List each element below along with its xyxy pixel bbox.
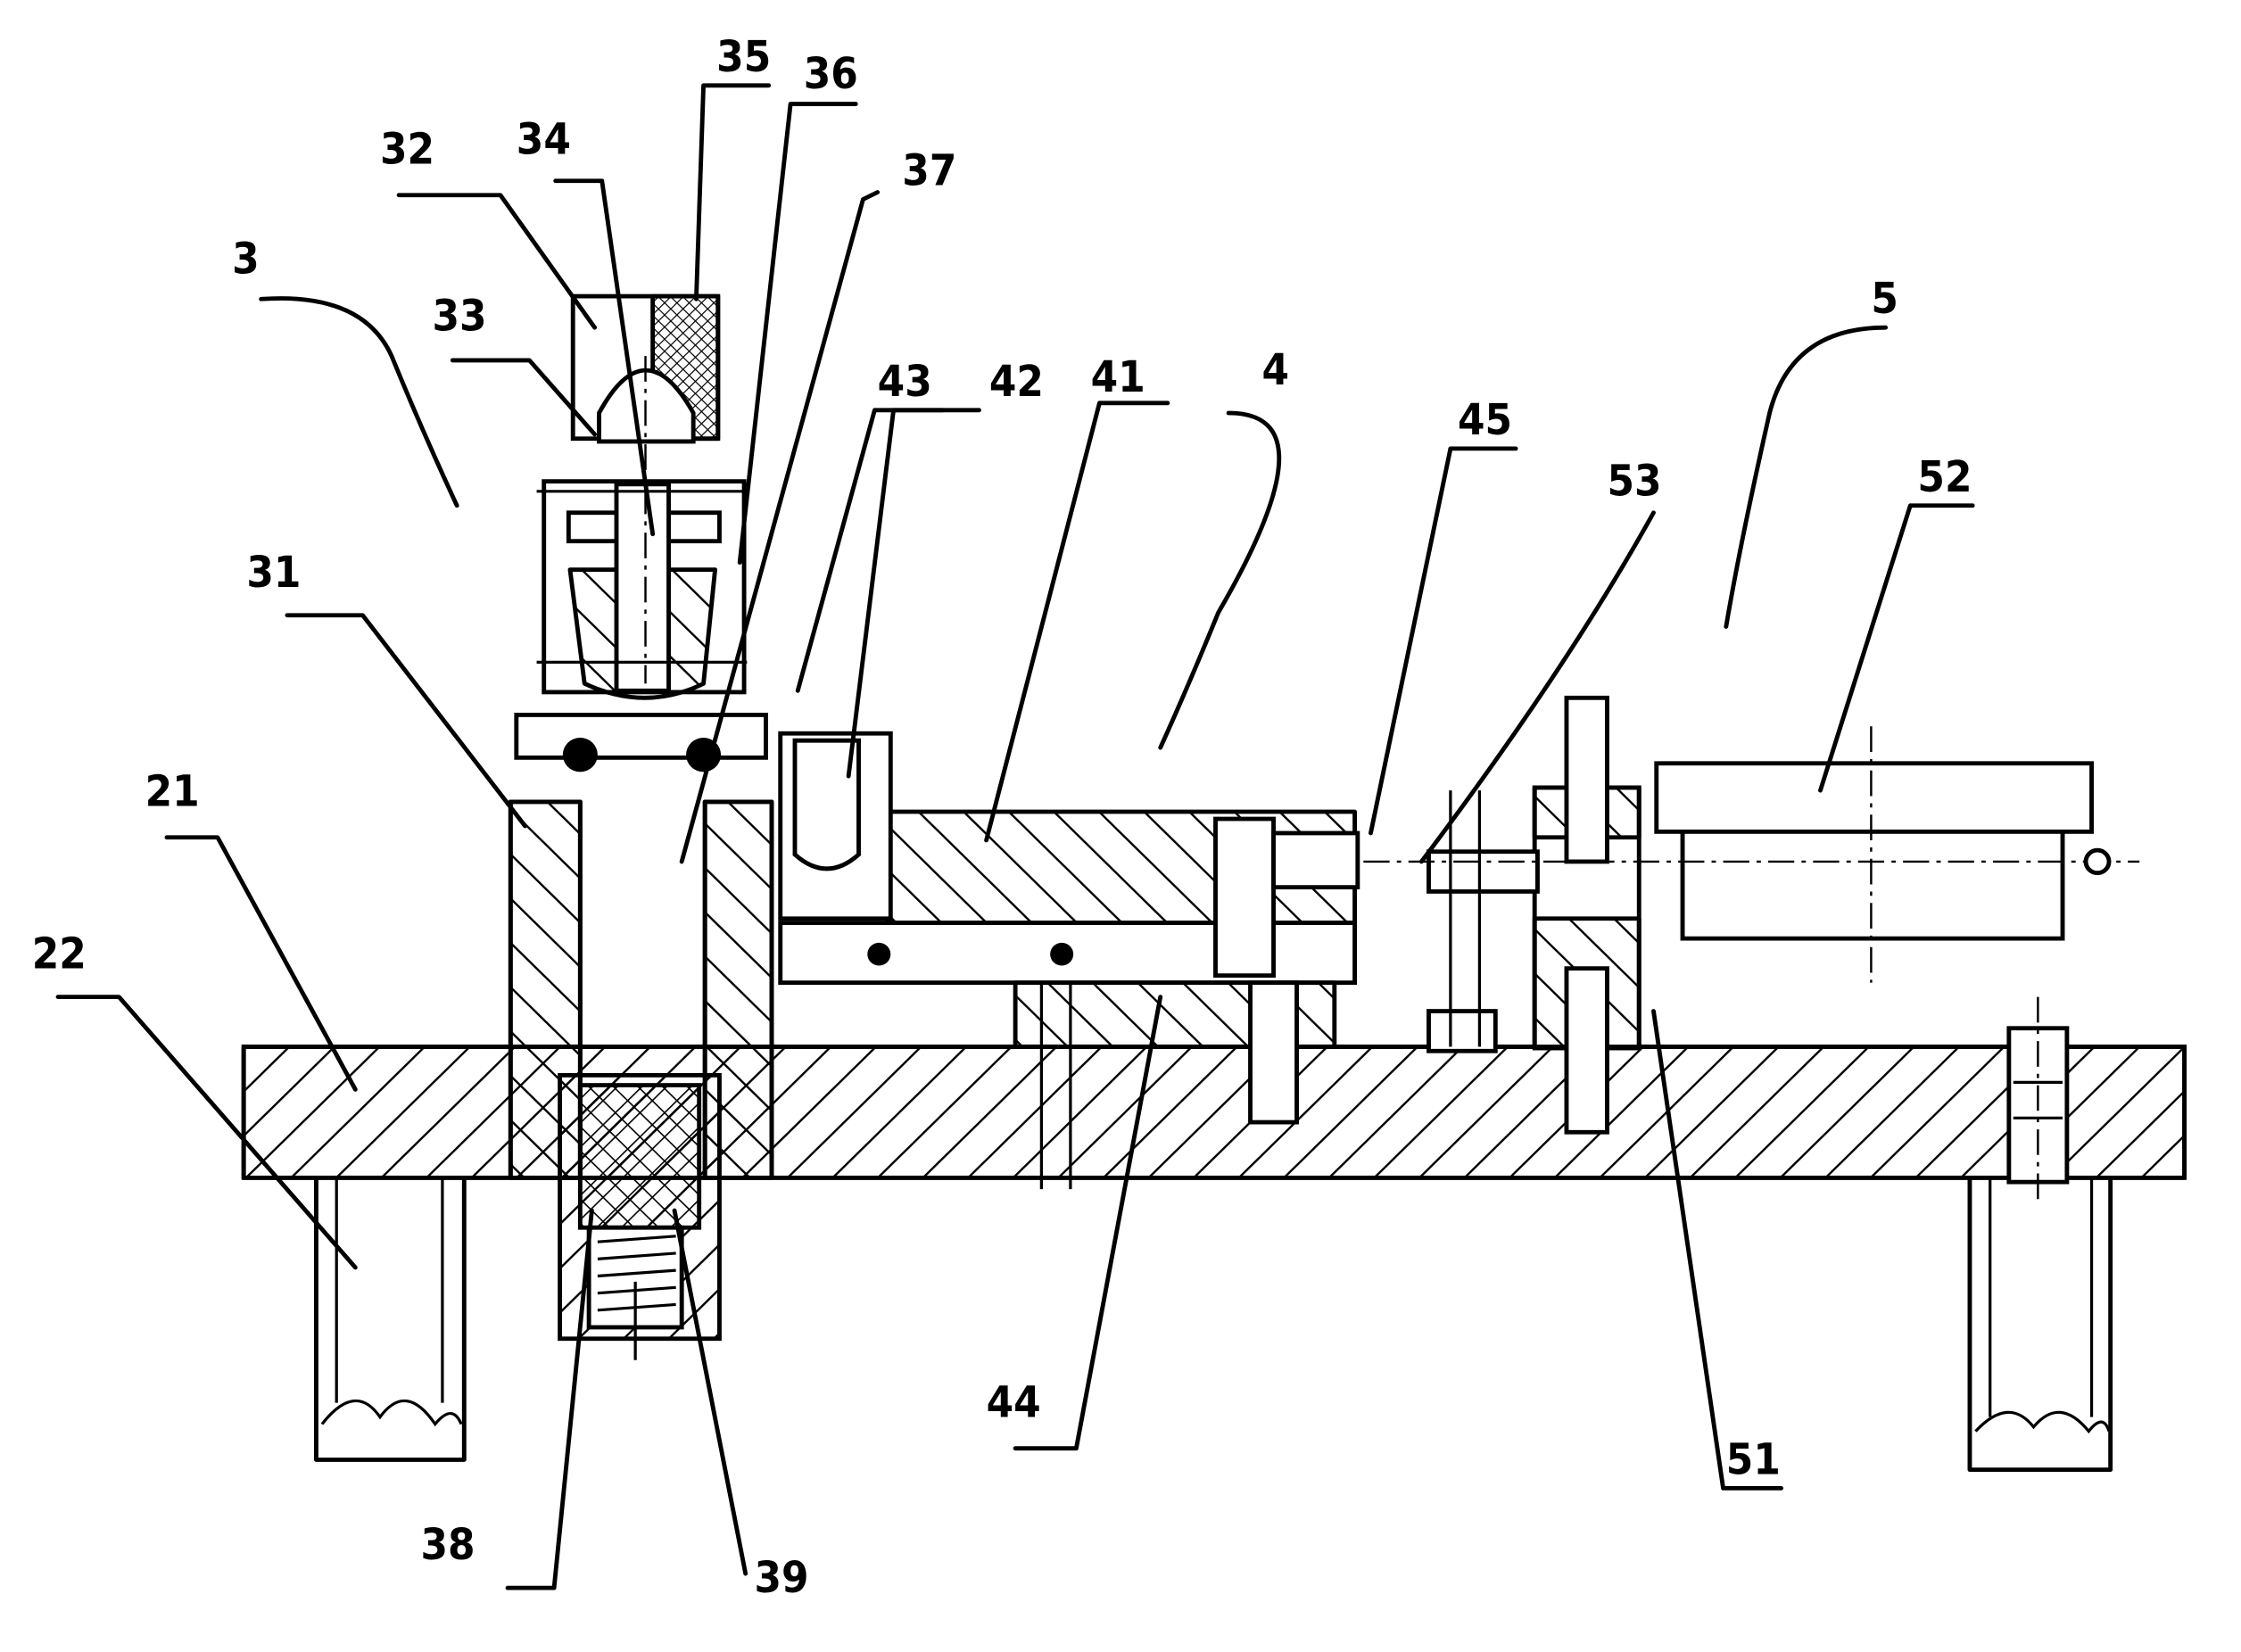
label-37: 37 — [902, 146, 956, 195]
label-33: 33 — [433, 292, 487, 341]
label-45: 45 — [1458, 395, 1512, 444]
label-51: 51 — [1726, 1435, 1781, 1484]
clamp-head — [536, 293, 748, 772]
label-35: 35 — [716, 32, 771, 81]
support-leg-right — [1967, 996, 2113, 1473]
label-36: 36 — [804, 49, 858, 98]
label-31: 31 — [246, 548, 301, 597]
support-leg-left — [314, 1175, 467, 1462]
label-52: 52 — [1917, 452, 1972, 501]
label-39: 39 — [754, 1553, 808, 1602]
label-22: 22 — [32, 929, 87, 979]
label-32: 32 — [380, 125, 434, 174]
label-44: 44 — [987, 1378, 1041, 1427]
label-5: 5 — [1871, 275, 1898, 324]
label-42: 42 — [989, 357, 1044, 406]
label-38: 38 — [421, 1521, 475, 1570]
label-53: 53 — [1607, 457, 1661, 506]
actuator-assembly — [1363, 695, 2140, 1135]
reference-labels: 3 4 5 21 22 31 32 33 34 35 36 37 38 39 4… — [32, 32, 1972, 1603]
slide-assembly — [778, 731, 1360, 1190]
bottom-plug — [558, 1073, 722, 1360]
label-43: 43 — [878, 357, 932, 406]
label-21: 21 — [145, 767, 200, 816]
leader-lines — [55, 83, 1975, 1590]
label-3: 3 — [232, 235, 260, 284]
label-34: 34 — [517, 115, 571, 164]
label-4: 4 — [1262, 345, 1290, 394]
label-41: 41 — [1091, 352, 1145, 401]
